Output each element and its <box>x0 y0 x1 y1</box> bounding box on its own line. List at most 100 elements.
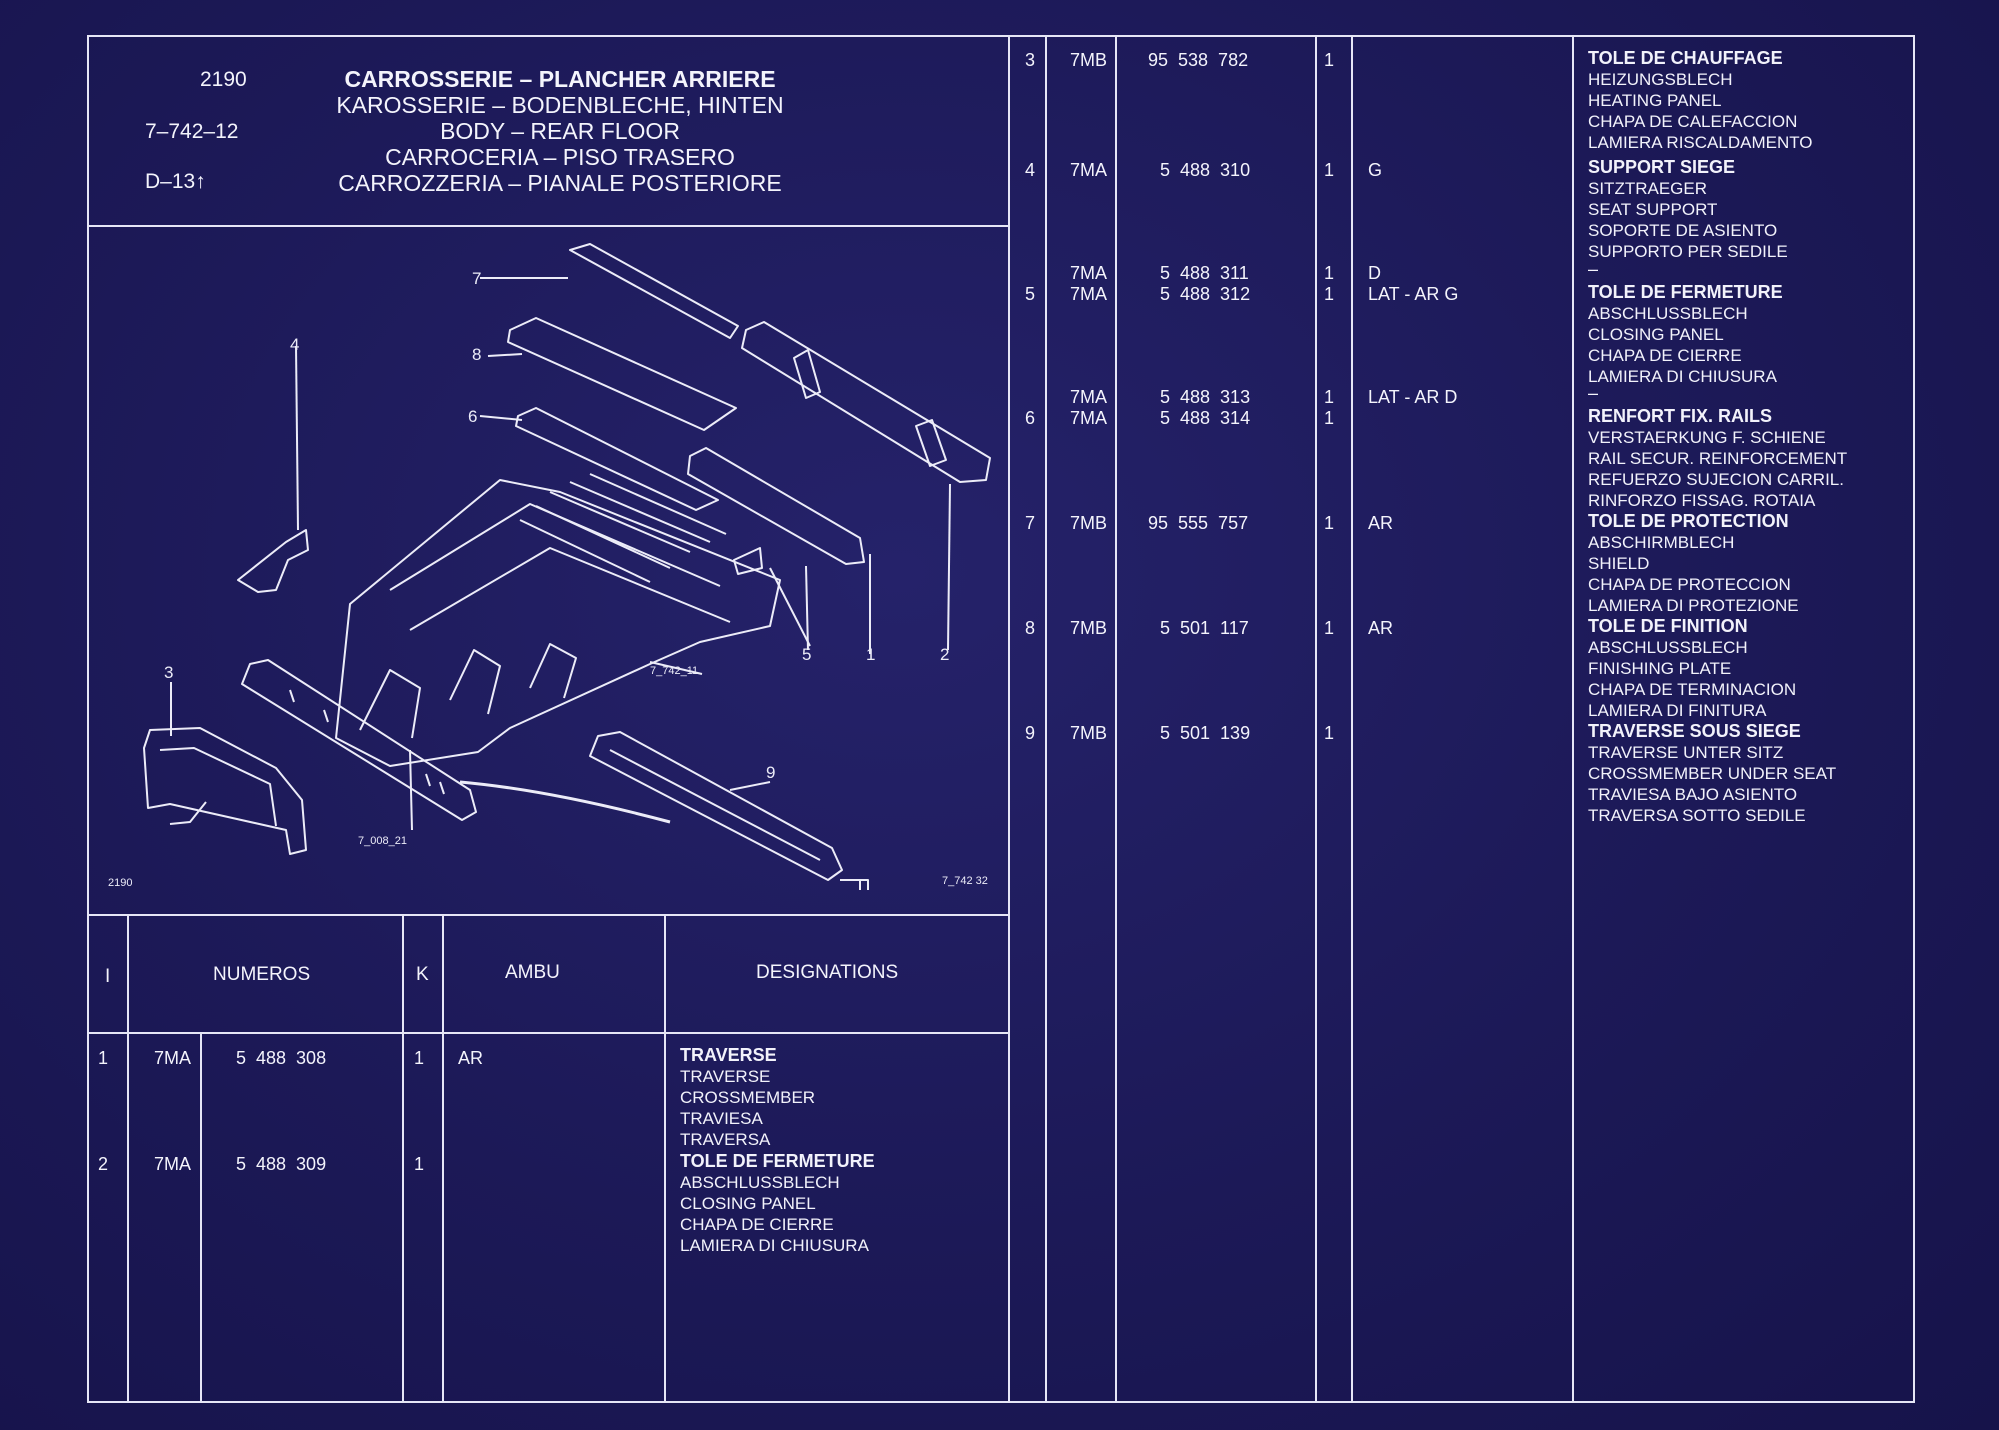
rcol-line-ambu <box>1572 35 1574 1403</box>
row-4-prefix: 7MA <box>1070 160 1108 180</box>
section-reference: D–13↑ <box>145 170 206 193</box>
exploded-parts-drawing: 7 8 6 4 3 5 1 2 9 7_742_11 7_008_21 2190… <box>108 243 991 890</box>
row-5-prefix: 7MA <box>1070 284 1108 304</box>
col-line-prefix <box>200 1032 202 1402</box>
row-3-qty: 1 <box>1324 50 1335 70</box>
row-9-index: 9 <box>1025 723 1036 743</box>
row-4-qty: 1 <box>1324 160 1335 180</box>
row-7-designation: TOLE DE PROTECTION ABSCHIRMBLECH SHIELD … <box>1588 511 1799 615</box>
row-8-ambu: AR <box>1368 618 1394 638</box>
part-1-shape <box>687 447 865 565</box>
row-4-index: 4 <box>1025 160 1036 180</box>
callout-8: 8 <box>472 345 481 364</box>
callout-6: 6 <box>468 407 477 426</box>
row-4d-prefix: 7MA <box>1070 263 1108 283</box>
row-5-number: 5 488 312 <box>1160 284 1251 304</box>
column-header-divider <box>87 1032 1009 1034</box>
row-6-qty: 1 <box>1324 408 1335 428</box>
col-header-index: I <box>105 966 111 987</box>
row-2-designation: TOLE DE FERMETURE ABSCHLUSSBLECH CLOSING… <box>680 1151 875 1255</box>
frame-top <box>87 35 1915 37</box>
row-8-qty: 1 <box>1324 618 1335 638</box>
title-de: KAROSSERIE – BODENBLECHE, HINTEN <box>336 92 784 118</box>
col-header-designations: DESIGNATIONS <box>756 962 899 983</box>
row-4-ambu: G <box>1368 160 1383 180</box>
figure-reference: 7–742–12 <box>145 120 239 143</box>
row-4d-ambu: D <box>1368 263 1381 283</box>
row-3-index: 3 <box>1025 50 1036 70</box>
row-5-qty: 1 <box>1324 284 1335 304</box>
row-4d-dash: – <box>1588 259 1599 279</box>
callout-3: 3 <box>164 663 173 682</box>
callout-5: 5 <box>802 645 811 664</box>
title-en: BODY – REAR FLOOR <box>440 118 680 144</box>
col-header-numeros: NUMEROS <box>213 964 311 985</box>
sheet-number: 2190 <box>200 68 247 91</box>
row-2-index: 2 <box>98 1154 109 1174</box>
col-line-ambu <box>664 914 666 1402</box>
row-2-qty: 1 <box>414 1154 425 1174</box>
callout-2: 2 <box>940 645 949 664</box>
part-9-shape <box>589 731 843 881</box>
row-1-qty: 1 <box>414 1048 425 1068</box>
row-4-number: 5 488 310 <box>1160 160 1251 180</box>
frame-bottom <box>87 1401 1915 1403</box>
row-6-index: 6 <box>1025 408 1036 428</box>
row-5-designation: TOLE DE FERMETURE ABSCHLUSSBLECH CLOSING… <box>1588 282 1783 386</box>
row-6-prefix: 7MA <box>1070 408 1108 428</box>
drawing-ref-a: 7_742_11 <box>650 665 698 677</box>
floor-pan-shape <box>335 479 781 767</box>
row-4d-qty: 1 <box>1324 263 1335 283</box>
row-7-prefix: 7MB <box>1070 513 1108 533</box>
row-2-number: 5 488 309 <box>236 1154 327 1174</box>
drawing-corner-left: 2190 <box>108 877 132 889</box>
row-9-designation: TRAVERSE SOUS SIEGE TRAVERSE UNTER SITZ … <box>1588 721 1837 825</box>
row-1-prefix: 7MA <box>154 1048 192 1068</box>
rcol-line-k <box>1351 35 1353 1403</box>
row-2-prefix: 7MA <box>154 1154 192 1174</box>
callout-9: 9 <box>766 763 775 782</box>
header-divider <box>87 225 1009 227</box>
row-4-designation: SUPPORT SIEGE SITZTRAEGER SEAT SUPPORT S… <box>1588 157 1788 261</box>
part-4-shape <box>237 529 309 593</box>
col-header-k: K <box>416 964 429 985</box>
row-3-designation: TOLE DE CHAUFFAGE HEIZUNGSBLECH HEATING … <box>1588 48 1813 152</box>
callout-7: 7 <box>472 269 481 288</box>
row-8-prefix: 7MB <box>1070 618 1108 638</box>
row-7-index: 7 <box>1025 513 1036 533</box>
col-line-index <box>127 914 129 1402</box>
row-5-ambu: LAT - AR G <box>1368 284 1459 304</box>
col-header-ambu: AMBU <box>505 962 560 983</box>
frame-left <box>87 35 89 1403</box>
row-5d-prefix: 7MA <box>1070 387 1108 407</box>
row-8-designation: TOLE DE FINITION ABSCHLUSSBLECH FINISHIN… <box>1588 616 1797 720</box>
left-panel-right-edge <box>1008 35 1010 1403</box>
row-8-number: 5 501 117 <box>1160 618 1249 638</box>
callout-4: 4 <box>290 335 299 354</box>
callout-1: 1 <box>866 645 875 664</box>
row-1-designation: TRAVERSE TRAVERSE CROSSMEMBER TRAVIESA T… <box>680 1045 816 1149</box>
row-9-prefix: 7MB <box>1070 723 1108 743</box>
part-3-shape <box>143 727 307 855</box>
drawing-divider <box>87 914 1009 916</box>
col-line-k <box>442 914 444 1402</box>
drawing-ref-b: 7_008_21 <box>358 835 407 847</box>
rcol-line-prefix <box>1115 35 1117 1403</box>
row-7-qty: 1 <box>1324 513 1335 533</box>
title-it: CARROZZERIA – PIANALE POSTERIORE <box>338 170 782 196</box>
row-6-number: 5 488 314 <box>1160 408 1251 428</box>
part-5-shape <box>733 547 763 575</box>
row-5d-number: 5 488 313 <box>1160 387 1251 407</box>
part-6-shape <box>515 407 719 511</box>
row-9-qty: 1 <box>1324 723 1335 743</box>
row-3-prefix: 7MB <box>1070 50 1108 70</box>
row-5d-qty: 1 <box>1324 387 1335 407</box>
col-line-number <box>402 914 404 1402</box>
title-fr: CARROSSERIE – PLANCHER ARRIERE <box>344 66 776 92</box>
frame-right <box>1913 35 1915 1403</box>
row-6-designation: RENFORT FIX. RAILS VERSTAERKUNG F. SCHIE… <box>1588 406 1848 510</box>
part-8-shape <box>507 317 737 431</box>
rcol-line-index <box>1045 35 1047 1403</box>
part-2-shape <box>741 321 991 483</box>
